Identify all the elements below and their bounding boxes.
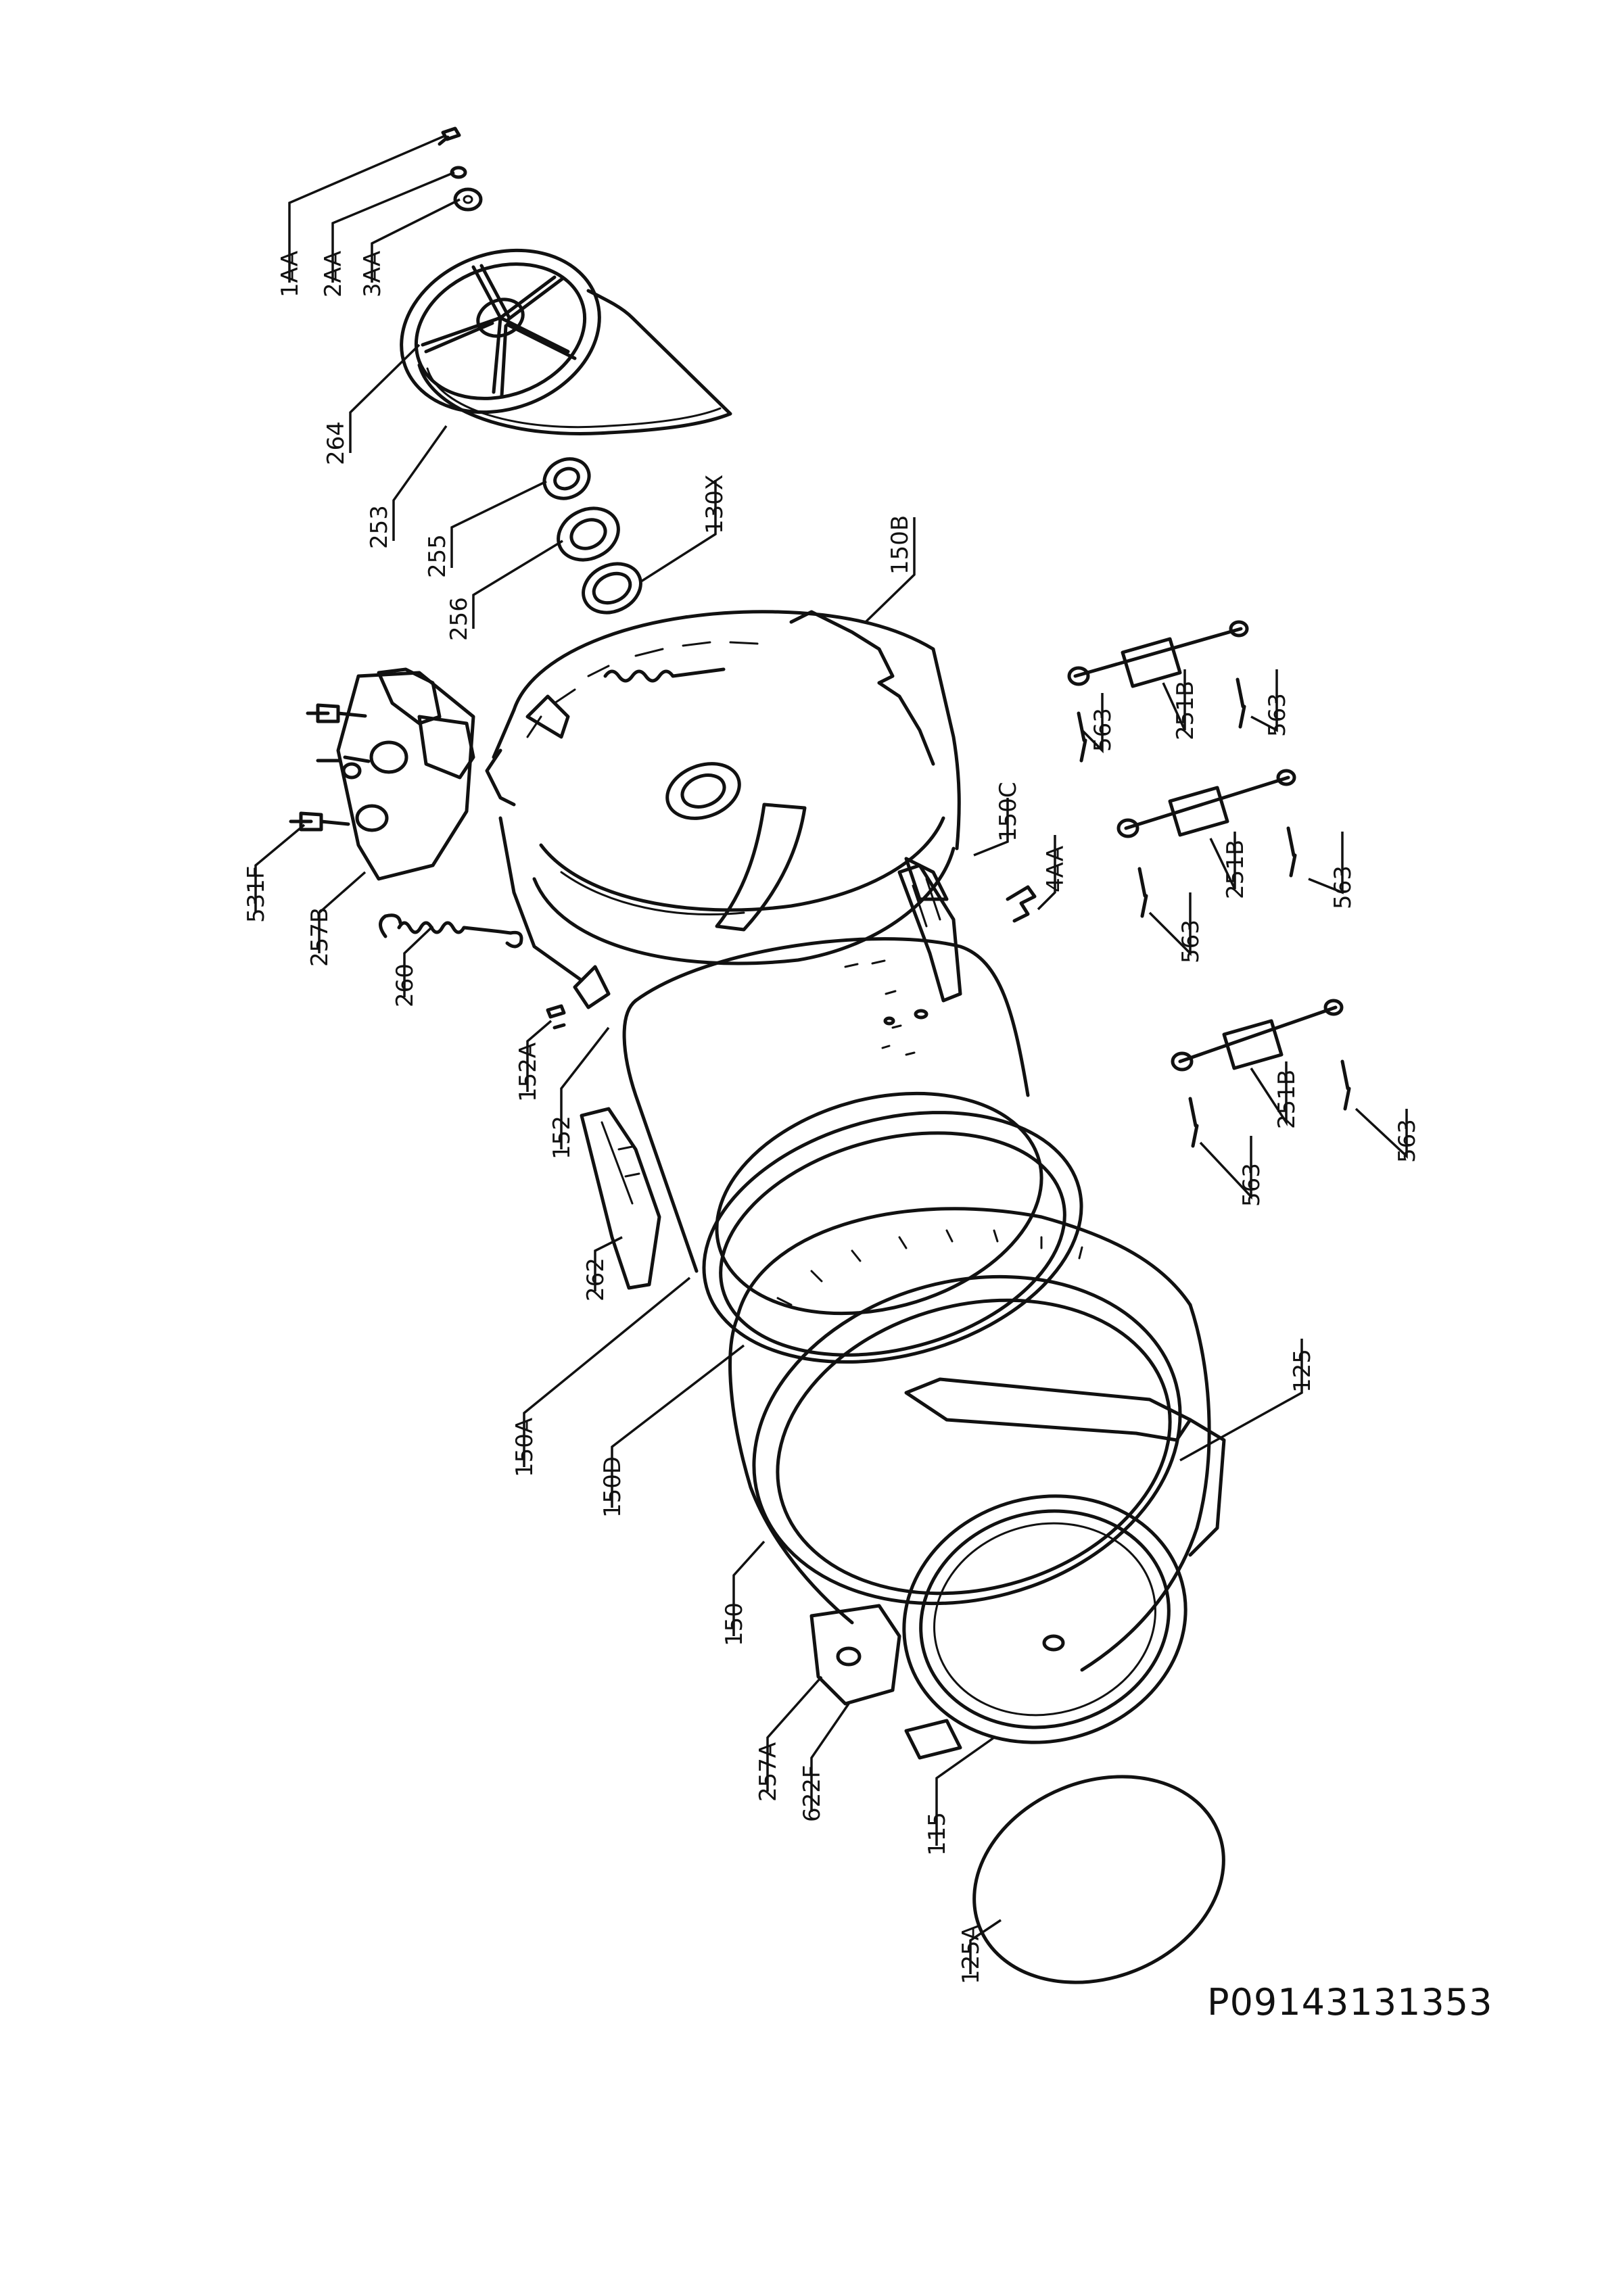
screw-531f-a — [306, 703, 367, 723]
label-152a: 152A — [515, 1043, 542, 1102]
label-257a: 257A — [755, 1742, 782, 1802]
screw-531f-b — [316, 755, 371, 763]
label-251b-a: 251B — [1172, 681, 1199, 740]
label-255: 255 — [424, 534, 451, 578]
label-150b: 150B — [887, 515, 914, 575]
label-4aa: 4AA — [1042, 846, 1069, 892]
clip-4aa — [1006, 885, 1037, 923]
leader-lines — [254, 134, 1408, 1974]
door-gasket-125a — [972, 1775, 1225, 1984]
label-253: 253 — [366, 505, 393, 549]
label-531f: 531F — [243, 866, 270, 923]
drawing-code: P09143131353 — [1207, 1981, 1493, 2024]
drive-belt-253 — [417, 289, 732, 436]
label-262: 262 — [582, 1258, 609, 1301]
pulley-264 — [400, 248, 601, 414]
spring-260 — [379, 913, 523, 949]
label-1aa: 1AA — [277, 251, 304, 297]
label-125a: 125A — [958, 1925, 985, 1984]
label-2aa: 2AA — [320, 251, 347, 297]
label-150a: 150A — [511, 1418, 538, 1477]
drive-belt-253-inner — [426, 367, 722, 429]
screw-531f-c — [289, 811, 350, 832]
label-125: 125 — [1289, 1349, 1316, 1393]
washer-3aa — [453, 187, 483, 212]
seal-130x — [582, 562, 642, 615]
damper-251b-c — [1171, 999, 1344, 1072]
front-ring-115 — [902, 1494, 1187, 1760]
spring-hook-150b — [603, 667, 726, 683]
rear-tub-150b — [485, 610, 961, 1009]
label-622f: 622F — [799, 1765, 826, 1822]
bearing-255 — [542, 457, 591, 500]
label-3aa: 3AA — [359, 251, 386, 297]
front-tub-150 — [728, 1207, 1226, 1672]
labels: 1AA 2AA 3AA 264 253 255 256 130X 150B 25… — [243, 251, 1421, 1984]
label-257b: 257B — [306, 907, 333, 967]
paddle-262 — [580, 1107, 661, 1290]
label-260: 260 — [392, 963, 419, 1007]
screw-563-group — [1077, 677, 1351, 1148]
drum-150a — [622, 937, 1043, 1316]
screw-1aa — [438, 126, 461, 146]
bearing-256 — [557, 506, 620, 562]
label-563-f: 563 — [1394, 1119, 1421, 1163]
label-264: 264 — [323, 421, 350, 465]
label-152: 152 — [548, 1116, 575, 1159]
label-256: 256 — [446, 597, 473, 641]
label-563-e: 563 — [1238, 1163, 1265, 1207]
damper-251b-a — [1067, 620, 1249, 688]
label-150d: 150D — [599, 1456, 626, 1518]
label-563-b: 563 — [1264, 693, 1291, 737]
counterweight-257b — [336, 667, 475, 881]
label-115: 115 — [924, 1812, 951, 1856]
label-150: 150 — [721, 1602, 748, 1646]
label-563-c: 563 — [1177, 919, 1204, 963]
bellows-150d — [702, 1111, 1083, 1364]
counterweight-257a — [809, 1604, 901, 1706]
damper-251b-b — [1116, 769, 1296, 838]
label-563-a: 563 — [1089, 708, 1116, 752]
tub-front-bracket-150c — [897, 863, 962, 1003]
label-251b-c: 251B — [1273, 1070, 1300, 1129]
pin-152a — [546, 1004, 566, 1030]
label-150c: 150C — [995, 782, 1022, 842]
label-130x: 130X — [701, 475, 728, 534]
label-563-d: 563 — [1330, 865, 1357, 909]
label-251b-b: 251B — [1222, 840, 1249, 899]
